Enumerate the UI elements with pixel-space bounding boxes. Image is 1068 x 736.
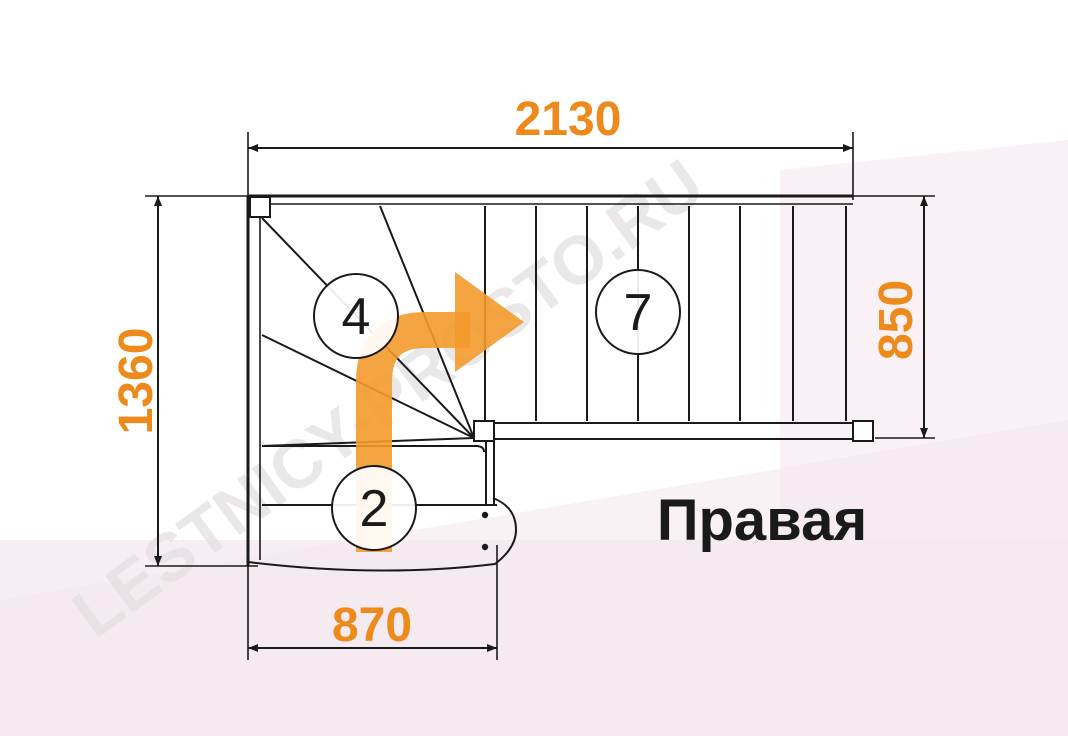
upper-flight-treads	[484, 206, 847, 421]
dimension-upper-flight: 850	[870, 280, 923, 360]
step-count-circle-upper: 7	[595, 269, 681, 355]
upper-flight-count-label: 7	[624, 284, 653, 342]
corner-post-top-left	[249, 196, 271, 218]
step-count-circle-lower: 2	[331, 465, 417, 551]
step-count-circle-winder: 4	[313, 273, 399, 359]
corner-post-right	[852, 420, 874, 442]
dimension-total-width: 2130	[515, 93, 622, 146]
winder-count-label: 4	[342, 288, 371, 346]
dimension-lower-flight: 870	[332, 599, 412, 652]
dimension-total-depth: 1360	[110, 328, 163, 435]
background-tint	[0, 140, 1068, 736]
stair-plan	[246, 194, 874, 572]
center-post	[473, 420, 495, 442]
direction-label: Правая	[657, 488, 867, 553]
lower-flight-count-label: 2	[360, 480, 389, 538]
